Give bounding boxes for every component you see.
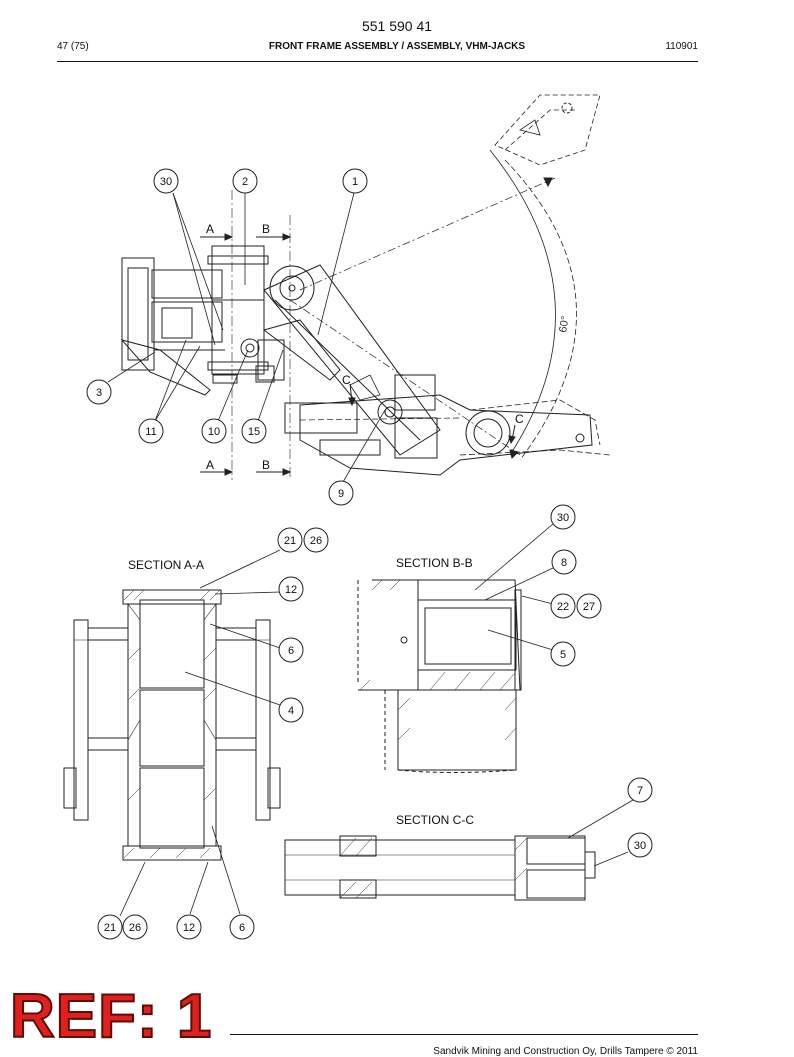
svg-text:6: 6 [239,922,245,934]
page-title: FRONT FRAME ASSEMBLY / ASSEMBLY, VHM-JAC… [268,41,526,52]
callout-22: 22 [550,593,576,619]
section-marker-a-top: A [206,222,214,236]
footer-copyright: Sandvik Mining and Construction Oy, Dril… [433,1046,698,1057]
section-marker-c-left: C [342,373,351,387]
svg-text:10: 10 [208,426,220,438]
svg-text:9: 9 [338,488,344,500]
svg-text:30: 30 [634,840,646,852]
callout-1: 1 [342,168,368,194]
section-cc-view [284,799,634,901]
section-marker-b-top: B [262,222,270,236]
svg-text:4: 4 [288,705,294,717]
document-number: 551 590 41 [361,18,433,34]
callout-12-bottom: 12 [176,914,202,940]
callout-10: 10 [201,418,227,444]
page-number: 47 (75) [57,41,89,52]
callout-6-bottom: 6 [229,914,255,940]
svg-text:2: 2 [242,176,248,188]
callout-9: 9 [328,480,354,506]
section-aa-title: SECTION A-A [128,558,204,572]
callout-11: 11 [138,418,164,444]
callout-8: 8 [551,549,577,575]
svg-text:1: 1 [352,176,358,188]
section-bb-view [357,523,554,773]
swing-angle-label: 60° [557,315,572,333]
callout-6-top: 6 [278,637,304,663]
footer-divider [230,1034,698,1035]
callout-21-top: 21 [277,527,303,553]
ref-stamp: REF: 1 [9,982,213,1051]
callout-12-top: 12 [278,576,304,602]
svg-text:26: 26 [310,535,322,547]
section-aa-view [63,549,281,917]
main-assembly-view [107,94,611,483]
callout-3: 3 [86,379,112,405]
callout-30-top: 30 [153,168,179,194]
svg-text:7: 7 [637,785,643,797]
svg-text:27: 27 [583,601,595,613]
callout-5: 5 [550,641,576,667]
header-divider [57,61,698,62]
section-bb-title: SECTION B-B [396,556,473,570]
svg-text:26: 26 [129,922,141,934]
callout-7: 7 [627,777,653,803]
svg-text:21: 21 [284,535,296,547]
svg-text:12: 12 [183,922,195,934]
svg-text:6: 6 [288,645,294,657]
callout-21-bottom: 21 [97,914,123,940]
svg-text:3: 3 [96,387,102,399]
callout-4: 4 [278,697,304,723]
svg-text:30: 30 [160,176,172,188]
svg-text:22: 22 [557,601,569,613]
callout-30-bb: 30 [550,504,576,530]
callout-27: 27 [576,593,602,619]
section-cc-title: SECTION C-C [396,813,474,827]
svg-text:12: 12 [285,584,297,596]
callout-26-top: 26 [303,527,329,553]
svg-text:8: 8 [561,557,567,569]
callout-30-cc: 30 [627,832,653,858]
svg-text:5: 5 [560,649,566,661]
section-marker-c-right: C [515,412,524,426]
section-marker-a-bottom: A [206,458,214,472]
svg-text:21: 21 [104,922,116,934]
callout-2: 2 [232,168,258,194]
date-code: 110901 [665,41,698,52]
section-marker-b-bottom: B [262,458,270,472]
svg-text:11: 11 [145,426,156,438]
svg-text:30: 30 [557,512,569,524]
svg-text:15: 15 [248,426,260,438]
callout-15: 15 [241,418,267,444]
callout-26-bottom: 26 [122,914,148,940]
